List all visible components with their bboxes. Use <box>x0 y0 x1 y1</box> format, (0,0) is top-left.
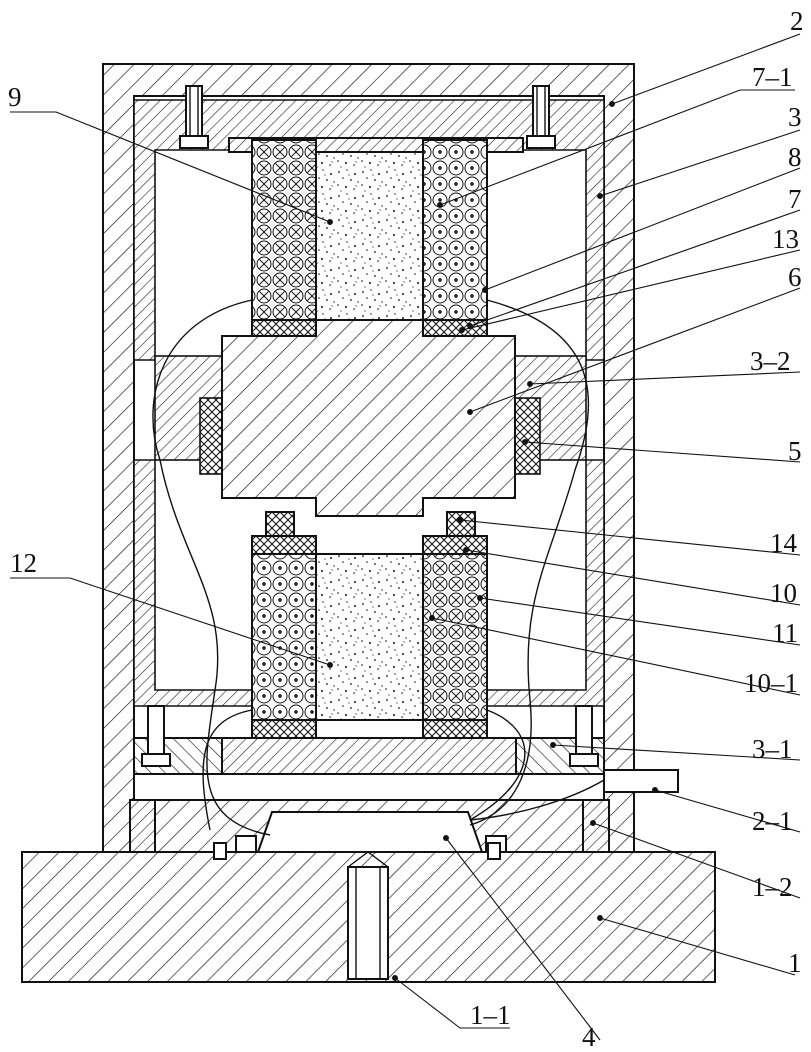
lower-right-yoke <box>423 536 487 554</box>
lower-left-yoke <box>252 536 316 554</box>
label-7: 7 <box>788 184 802 214</box>
label-3: 3 <box>788 102 802 132</box>
label-4: 4 <box>582 1022 596 1052</box>
label-2-1: 2–1 <box>752 806 793 836</box>
lower-left-coil <box>252 554 316 720</box>
lower-right-end-yoke <box>423 720 487 738</box>
lower-core-rod <box>316 554 423 720</box>
label-14: 14 <box>770 528 798 558</box>
label-3-2: 3–2 <box>750 346 791 376</box>
upper-right-coil <box>423 140 487 320</box>
base-support <box>130 800 609 859</box>
label-6: 6 <box>788 262 802 292</box>
lower-right-spacer <box>447 512 475 536</box>
label-7-1: 7–1 <box>752 62 793 92</box>
label-3-1: 3–1 <box>752 734 793 764</box>
label-9: 9 <box>8 82 22 112</box>
label-5: 5 <box>788 436 802 466</box>
upper-left-coil <box>252 140 316 320</box>
base-plate <box>22 852 715 982</box>
label-13: 13 <box>772 224 799 254</box>
lower-right-coil <box>423 554 487 720</box>
label-11: 11 <box>772 618 798 648</box>
label-10: 10 <box>770 578 797 608</box>
label-2: 2 <box>790 6 804 36</box>
label-12: 12 <box>10 548 37 578</box>
label-1: 1 <box>788 948 802 978</box>
upper-core-rod <box>316 152 423 320</box>
label-1-2: 1–2 <box>752 872 793 902</box>
label-8: 8 <box>788 142 802 172</box>
central-mass <box>222 320 515 516</box>
lower-left-spacer <box>266 512 294 536</box>
label-10-1: 10–1 <box>744 668 798 698</box>
label-1-1: 1–1 <box>470 1000 511 1030</box>
lower-left-end-yoke <box>252 720 316 738</box>
